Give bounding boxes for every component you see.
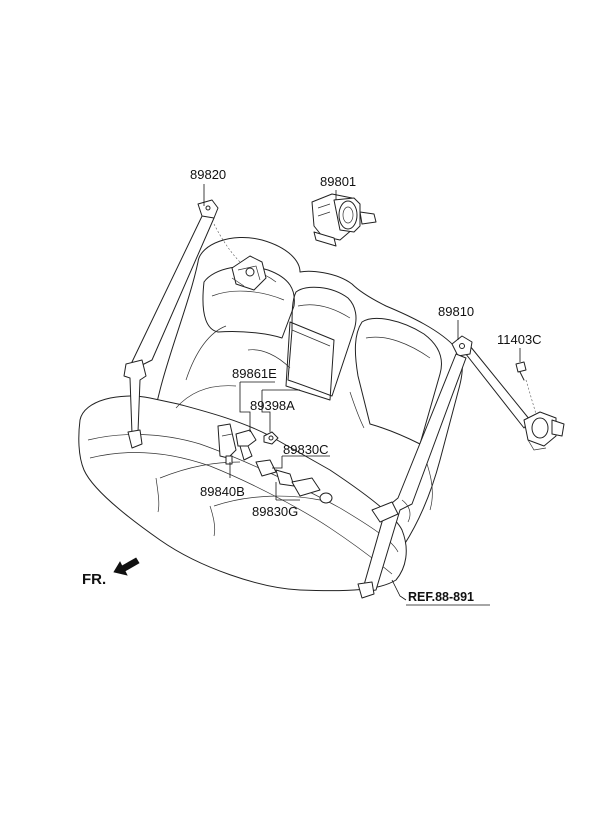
right-seat-belt-assembly [357,335,565,599]
label-89830g: 89830G [252,504,298,519]
part-labels: 89820 89801 89810 11403C 89861E 89398A 8… [190,167,542,604]
arrow-down-left-icon [113,557,140,576]
center-buckle-assembly [217,423,333,504]
label-89820: 89820 [190,167,226,182]
label-89810: 89810 [438,304,474,319]
right-retractor [523,411,565,451]
right-belt-lower-anchor [357,581,375,599]
leader-lines [203,184,521,606]
rear-seat-assembly [78,236,463,592]
front-direction-indicator: FR. [82,557,140,588]
buckle-89861e [235,429,257,461]
label-89801: 89801 [320,174,356,189]
label-89861e: 89861E [232,366,277,381]
nut-89398a [263,431,279,445]
right-belt-guide [371,501,399,523]
reference-label: REF.88-891 [408,590,474,604]
left-seat-belt-assembly [123,199,267,449]
front-label: FR. [82,571,106,588]
right-belt-upper-webbing [457,343,531,429]
left-retractor [231,255,267,291]
retractor-89801 [311,193,377,247]
center-belt-89830c [255,459,333,504]
label-11403c: 11403C [497,332,542,347]
label-89830c: 89830C [283,442,329,457]
label-89398a: 89398A [250,398,295,413]
buckle-89840b [217,423,237,465]
bolt-11403c [515,361,527,381]
seat-cushion [78,395,407,592]
right-belt-lower-webbing [361,353,467,593]
left-belt-anchor [127,429,143,449]
label-89840b: 89840B [200,484,245,499]
